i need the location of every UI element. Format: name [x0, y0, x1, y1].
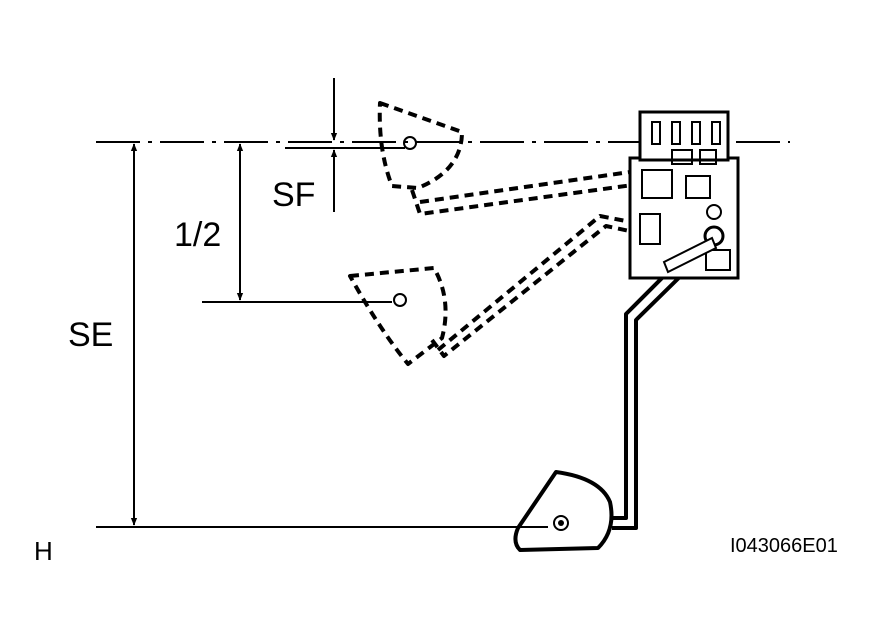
h-label: H — [34, 536, 53, 566]
float-full-pivot — [403, 136, 417, 150]
float-half-pivot — [393, 293, 407, 307]
figure-id: I043066E01 — [730, 535, 838, 557]
float-full-position — [377, 101, 464, 190]
arm-empty-position — [612, 250, 697, 530]
float-empty-pivot-inner — [558, 520, 564, 526]
float-empty-position — [513, 470, 614, 552]
se-label: SE — [68, 316, 113, 354]
half-label: 1/2 — [174, 216, 221, 254]
float-half-position — [348, 266, 448, 366]
float-empty-pivot — [553, 515, 569, 531]
sender-unit — [628, 110, 740, 280]
sf-label: SF — [272, 176, 315, 214]
